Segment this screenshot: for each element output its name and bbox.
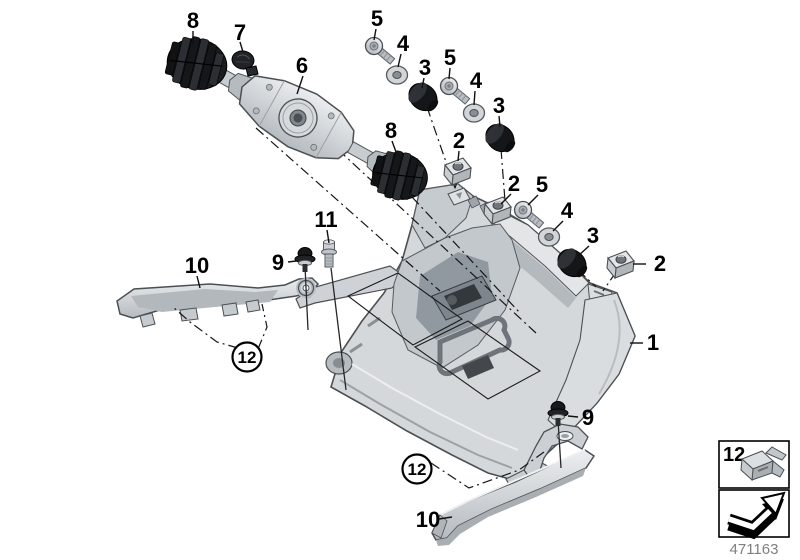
callout-3b[interactable]: 3 [493, 93, 505, 118]
screw-b-part [436, 73, 474, 109]
callout-11[interactable]: 11 [314, 207, 337, 232]
washer-b-part [462, 103, 486, 123]
callout-12-lower-text: 12 [408, 460, 427, 479]
rivet-lower-stem [557, 419, 562, 469]
cap-nut-part [231, 50, 255, 70]
rivet-upper-stem [304, 265, 309, 331]
callout-leaders [192, 28, 646, 520]
washer-c-part [537, 227, 561, 247]
rivet-upper-part [294, 247, 316, 273]
side-rail-lower-part [431, 423, 596, 546]
callout-5b[interactable]: 5 [444, 45, 456, 70]
screw-a-part [361, 33, 399, 69]
callout-8-left[interactable]: 8 [187, 8, 199, 33]
callout-1[interactable]: 1 [647, 330, 659, 355]
callout-8-right[interactable]: 8 [385, 118, 397, 143]
callout-12-upper[interactable]: 12 [231, 341, 263, 373]
callout-4b[interactable]: 4 [470, 68, 483, 93]
callout-3c[interactable]: 3 [587, 223, 599, 248]
callout-12-upper-text: 12 [238, 348, 257, 367]
callout-7[interactable]: 7 [234, 20, 246, 45]
callout-5a[interactable]: 5 [371, 6, 383, 31]
callout-2c[interactable]: 2 [654, 251, 666, 276]
rubber-grommet-left-part [161, 30, 233, 98]
cap-nut-tab [245, 65, 259, 77]
legend: 12 471163 [718, 440, 790, 558]
callout-10-lower[interactable]: 10 [416, 507, 440, 532]
callout-6[interactable]: 6 [296, 53, 308, 78]
callout-4a[interactable]: 4 [397, 31, 410, 56]
callout-12-lower[interactable]: 12 [401, 453, 433, 485]
callout-9-lower[interactable]: 9 [582, 405, 594, 430]
side-rail-upper-part [116, 277, 320, 328]
callout-4c[interactable]: 4 [561, 198, 574, 223]
callout-9-upper[interactable]: 9 [272, 250, 284, 275]
callout-3a[interactable]: 3 [419, 55, 431, 80]
spring-clip-icon [740, 446, 787, 482]
callout-2a[interactable]: 2 [453, 128, 465, 153]
drawing-number: 471163 [730, 541, 779, 558]
bolt-projection-line [330, 267, 347, 391]
damper-b-part [479, 118, 522, 159]
clip-nut-a-part [443, 157, 472, 186]
clip-nut-c-part [606, 250, 635, 279]
mounting-direction-arrow-icon [727, 491, 786, 540]
legend-item-number: 12 [723, 444, 745, 466]
callout-2b[interactable]: 2 [508, 171, 520, 196]
callout-10-upper[interactable]: 10 [185, 253, 209, 278]
washer-a-part [385, 65, 409, 85]
bolt-part [321, 239, 337, 268]
locating-wireframes [346, 272, 542, 400]
callout-5c[interactable]: 5 [536, 172, 548, 197]
